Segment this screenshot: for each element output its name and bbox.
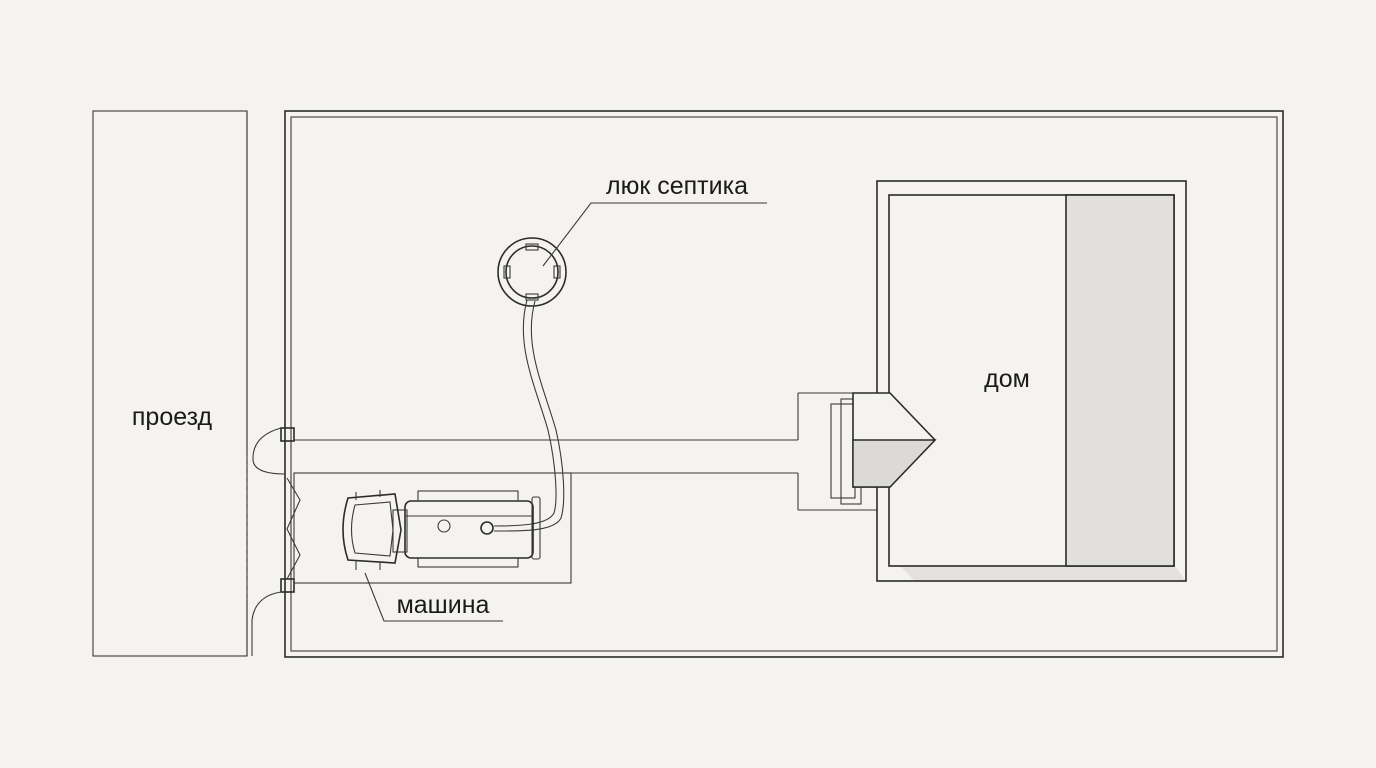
suction-hose [493, 299, 565, 532]
porch [830, 392, 937, 505]
manhole-cover-icon [497, 237, 567, 307]
truck-parking-area [293, 472, 572, 584]
driveway-label: проезд [132, 403, 213, 431]
house [876, 180, 1187, 582]
gate [251, 427, 301, 656]
septic-hatch-label: люк септика [606, 172, 748, 200]
access-path [294, 392, 877, 511]
truck-label: машина [397, 591, 490, 619]
leader-lines [364, 202, 767, 622]
plot-boundary [284, 110, 1284, 658]
house-shaded-wing [1065, 194, 1175, 567]
septic-truck-icon [342, 490, 541, 570]
gate-post-top [280, 427, 295, 442]
driveway [92, 110, 248, 657]
gate-post-bottom [280, 578, 295, 593]
house-label: дом [984, 365, 1030, 393]
